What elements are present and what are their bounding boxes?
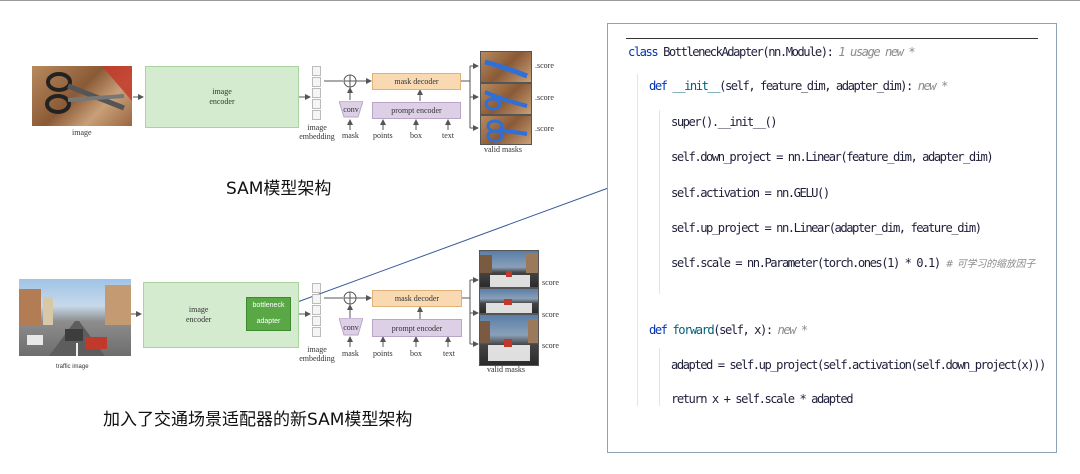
conv-trapezoid	[339, 101, 363, 118]
input-mask-label: mask	[342, 131, 359, 140]
code-line-def-init: def __init__(self, feature_dim, adapter_…	[649, 78, 949, 93]
mask-thumbnail	[480, 51, 532, 83]
class-name: BottleneckAdapter	[663, 44, 764, 59]
score-label: .score	[535, 61, 554, 70]
diagram1-arrows	[133, 63, 479, 131]
input-points-label: points	[373, 349, 393, 358]
input-image-traffic	[19, 279, 131, 356]
class-base: (nn.Module):	[762, 44, 834, 59]
prompt-encoder-block: prompt encoder	[372, 102, 461, 119]
embedding-cell	[312, 66, 321, 76]
valid-masks-label: valid masks	[484, 145, 522, 154]
code-line-super: super().__init__()	[671, 114, 778, 129]
prompt-encoder-label: prompt encoder	[391, 106, 442, 115]
code-line-down-project: self.down_project = nn.Linear(feature_di…	[671, 149, 994, 164]
mask-decoder-block: mask decoder	[372, 73, 461, 90]
mask-thumbnail	[480, 115, 532, 145]
scale-comment: # 可学习的缩放因子	[945, 259, 1036, 270]
image-label: image	[72, 128, 92, 137]
forward-params: (self, x):	[713, 322, 773, 337]
scissors-icon	[45, 66, 132, 114]
input-box-label: box	[410, 131, 422, 140]
prompt-encoder-block: prompt encoder	[372, 319, 462, 337]
callout-line	[291, 186, 612, 305]
code-line-return: return x + self.scale * adapted	[671, 391, 854, 406]
diagram2-arrows	[131, 277, 479, 347]
init-hint: new *	[917, 78, 949, 93]
mask-thumbnail	[479, 314, 539, 366]
code-line-scale: self.scale = nn.Parameter(torch.ones(1) …	[671, 255, 1035, 270]
embedding-cell	[312, 283, 321, 293]
bottleneck-adapter-block: bottleneck adapter	[246, 297, 291, 331]
conv-label: conv	[343, 322, 359, 332]
code-line-def-forward: def forward(self, x): new *	[649, 322, 809, 337]
score-label: .score	[535, 124, 554, 133]
conv-trapezoid	[339, 318, 363, 336]
indent-guide	[637, 74, 638, 406]
input-text-label: text	[442, 131, 454, 140]
embedding-cell	[312, 88, 321, 98]
image-embedding-label: image embedding	[299, 345, 335, 363]
class-keyword: class	[628, 44, 659, 59]
init-function-name: __init__	[672, 78, 720, 93]
adapter-label: adapter	[256, 318, 281, 325]
score-label: .score	[535, 93, 554, 102]
valid-masks-label: valid masks	[487, 365, 525, 374]
code-line-adapted: adapted = self.up_project(self.activatio…	[671, 357, 1046, 372]
embedding-cell	[312, 110, 321, 120]
mask-decoder-label: mask decoder	[394, 77, 439, 86]
conv-label: conv	[343, 105, 359, 114]
mask-thumbnail	[479, 250, 539, 288]
image-encoder-label: image encoder	[209, 87, 235, 106]
image-encoder-block: image encoder	[145, 66, 299, 128]
indent-guide	[659, 110, 660, 294]
forward-function-name: forward	[672, 322, 714, 337]
embedding-cell	[312, 316, 321, 326]
score-label: score	[542, 310, 559, 319]
embedding-cell	[312, 327, 321, 337]
prompt-encoder-label: prompt encoder	[391, 323, 443, 333]
image-embedding-label: image embedding	[299, 123, 335, 141]
embedding-cell	[312, 99, 321, 109]
code-line-class: class BottleneckAdapter(nn.Module): 1 us…	[628, 44, 916, 59]
score-label: score	[542, 341, 559, 350]
code-line-up-project: self.up_project = nn.Linear(adapter_dim,…	[671, 220, 982, 235]
code-top-rule	[626, 38, 1038, 39]
def-keyword: def	[649, 78, 668, 93]
input-image-scissors	[32, 66, 132, 126]
embedding-cell	[312, 294, 321, 304]
sam-caption: SAM模型架构	[226, 179, 332, 199]
mask-decoder-block: mask decoder	[372, 290, 462, 307]
input-text-label: text	[443, 349, 455, 358]
mask-decoder-label: mask decoder	[394, 294, 440, 303]
bottleneck-label: bottleneck	[252, 302, 285, 309]
top-border-line	[0, 0, 1080, 1]
traffic-image-label: traffic image	[56, 364, 89, 370]
traffic-scene-icon	[19, 285, 131, 356]
scale-statement: self.scale = nn.Parameter(torch.ones(1) …	[671, 255, 941, 270]
code-snippet-panel: class BottleneckAdapter(nn.Module): 1 us…	[607, 23, 1057, 453]
mask-thumbnail	[479, 288, 539, 314]
embedding-cell	[312, 305, 321, 315]
input-points-label: points	[373, 131, 393, 140]
embedding-cell	[312, 77, 321, 87]
image-encoder-label: image encoder	[186, 305, 212, 324]
code-line-activation: self.activation = nn.GELU()	[671, 185, 830, 200]
def-keyword: def	[649, 322, 668, 337]
mask-thumbnail	[480, 83, 532, 115]
input-box-label: box	[410, 349, 422, 358]
score-label: score	[542, 278, 559, 287]
usage-hint: 1 usage new *	[838, 44, 915, 59]
sam-adapter-caption: 加入了交通场景适配器的新SAM模型架构	[103, 410, 413, 430]
forward-hint: new *	[777, 322, 809, 337]
indent-guide	[659, 348, 660, 406]
input-mask-label: mask	[342, 349, 359, 358]
init-params: (self, feature_dim, adapter_dim):	[719, 78, 913, 93]
